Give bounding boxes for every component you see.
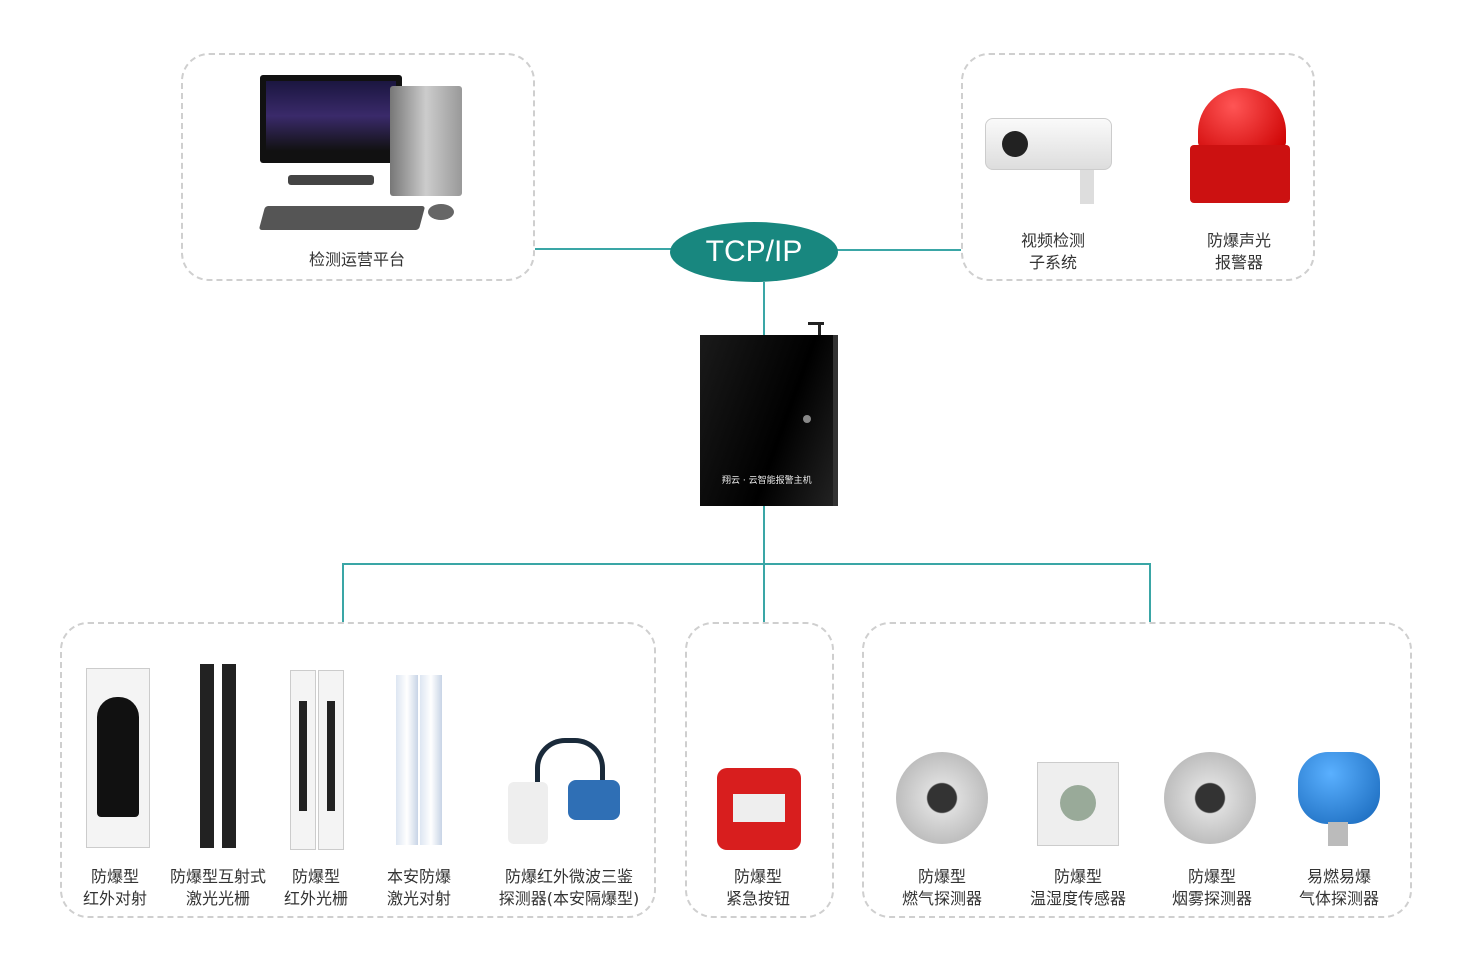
- platform-label: 检测运营平台: [308, 250, 406, 269]
- connector: [342, 563, 344, 622]
- laser-grating-icon: [200, 664, 214, 848]
- device-label: 防爆型 红外光栅: [283, 867, 349, 908]
- laser-beam-icon: [420, 675, 442, 845]
- device-label: 防爆型互射式 激光光栅: [169, 867, 267, 908]
- device-label: 防爆型 温湿度传感器: [1029, 867, 1127, 908]
- connector: [535, 248, 671, 250]
- device-label: 视频检测 子系统: [1020, 231, 1086, 272]
- connector: [837, 249, 961, 251]
- camera-icon: [985, 118, 1112, 170]
- emergency-button-icon: [717, 768, 801, 850]
- cable-icon: [535, 738, 605, 793]
- button-group: [685, 622, 834, 918]
- video-alarm-group: [961, 53, 1315, 281]
- perimeter-group: [60, 622, 656, 918]
- alarm-host: 翔云 · 云智能报警主机: [700, 335, 838, 506]
- lock-icon: [803, 415, 811, 423]
- siren-body-icon: [1190, 145, 1290, 203]
- infrared-beam-icon: [86, 668, 150, 848]
- tcp-ip-node: TCP/IP: [670, 222, 838, 282]
- connector: [1149, 563, 1151, 622]
- keyboard-icon: [258, 206, 426, 230]
- connector: [763, 282, 765, 335]
- sensor-group: [862, 622, 1412, 918]
- device-label: 防爆声光 报警器: [1206, 231, 1272, 272]
- device-label: 易燃易爆 气体探测器: [1298, 867, 1380, 908]
- device-label: 防爆型 红外对射: [82, 867, 148, 908]
- smoke-detector-icon: [1164, 752, 1256, 844]
- laser-beam-icon: [396, 675, 418, 845]
- pc-tower-icon: [390, 86, 462, 196]
- sensor-probe-icon: [1328, 822, 1348, 846]
- laser-grating-icon: [222, 664, 236, 848]
- humidity-sensor-icon: [1037, 762, 1119, 846]
- combustible-gas-detector-icon: [1298, 752, 1380, 824]
- device-label: 防爆型 燃气探测器: [901, 867, 983, 908]
- antenna-icon: [808, 322, 824, 325]
- device-label: 本安防爆 激光对射: [386, 867, 452, 908]
- junction-box-icon: [568, 780, 620, 820]
- gas-detector-icon: [896, 752, 988, 844]
- infrared-grating-icon: [318, 670, 344, 850]
- device-label: 防爆型 紧急按钮: [725, 867, 791, 908]
- antenna-icon: [818, 322, 821, 336]
- monitor-icon: [260, 75, 402, 163]
- mouse-icon: [428, 204, 454, 220]
- infrared-grating-icon: [290, 670, 316, 850]
- device-label: 防爆型 烟雾探测器: [1171, 867, 1253, 908]
- host-name: 翔云 · 云智能报警主机: [722, 476, 812, 486]
- detector-icon: [508, 782, 548, 844]
- monitor-stand-icon: [288, 175, 374, 185]
- platform-group: [181, 53, 535, 281]
- device-label: 防爆红外微波三鉴 探测器(本安隔爆型): [498, 867, 640, 908]
- connector: [343, 563, 1151, 565]
- camera-mount-icon: [1080, 170, 1094, 204]
